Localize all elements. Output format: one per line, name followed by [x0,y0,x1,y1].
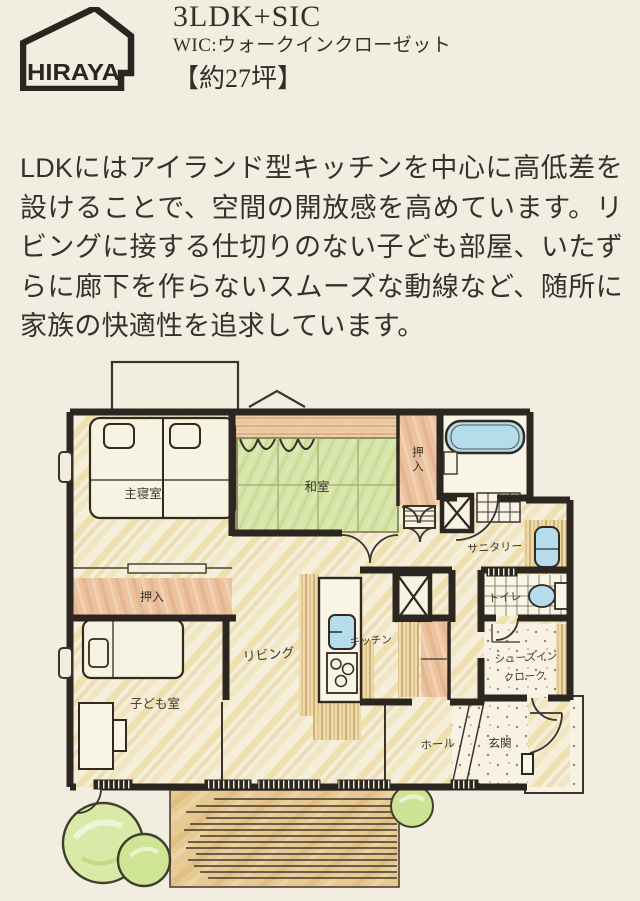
japanese-room-floor [236,437,399,533]
roof-doodle-icon [248,389,306,408]
description-paragraph: LDKにはアイランド型キッチンを中心に高低差を設けることで、空間の開放感を高めて… [20,153,623,341]
plan-title: 3LDK+SIC [173,0,322,33]
porch-outline [110,360,240,412]
label-entrance: 玄関 [489,736,512,750]
label-main-bedroom: 主寝室 [124,486,162,501]
curtain-icon [239,438,315,452]
sliding-door-line [221,702,386,785]
corridor-wood-strip [398,622,419,697]
plan-header: 3LDK+SIC WIC:ウォークインクローゼット 【約27坪】 [173,1,451,94]
label-closet-top: 押入 [411,445,425,475]
floor-plan: 主寝室 和室 押入 押入 サニタリー トイレ キッチン リビング 子ども室 シュ… [58,360,584,888]
label-living: リビング [242,646,295,665]
label-kids-room: 子ども室 [130,696,180,711]
label-shoe-closet: シューズイン [494,649,557,665]
entrance-door-leaf [521,753,534,775]
kids-bed [81,618,185,680]
kitchen-island [299,574,374,740]
plan-area-size: 【約27坪】 [173,64,304,93]
closet-front-track [73,563,232,574]
entrance-step-line [451,701,485,786]
bathtub [444,419,526,455]
pillow [88,638,109,668]
door-arc [76,497,563,814]
pillow [103,423,135,449]
house-logo-icon: HIRAYA [19,4,135,93]
label-kitchen: キッチン [350,634,393,648]
label-hall: ホール [420,736,455,752]
toilet-room [484,575,570,616]
label-sanitary: サニタリー [467,540,523,556]
label-japanese-room: 和室 [304,479,329,494]
engawa-strip [235,414,400,438]
entrance-floor [452,702,528,785]
label-shoe-closet: クローク [504,670,547,684]
wood-deck [169,789,400,888]
window-tab [58,647,73,679]
double-beds [88,416,237,520]
house-outline [19,4,135,93]
label-closet-mid: 押入 [140,590,164,604]
window-hatch [93,567,518,790]
label-toilet: トイレ [488,590,522,605]
bush-icon [116,832,172,888]
shoe-closet-room [484,624,567,698]
kids-desk [78,702,127,770]
bath-counter [443,451,458,475]
plan-subtitle: WIC:ウォークインクローゼット [173,35,452,56]
wash-basin [534,526,560,568]
toilet-bowl [528,584,556,608]
closet-top-floor [400,415,437,505]
bush-icon [390,784,434,828]
hiraya-logo: HIRAYA [19,4,138,93]
pillow [169,423,201,449]
window-tab [58,451,73,483]
bathroom [443,415,528,498]
logo-text: HIRAYA [27,59,120,85]
closet-mid-floor [73,578,232,615]
